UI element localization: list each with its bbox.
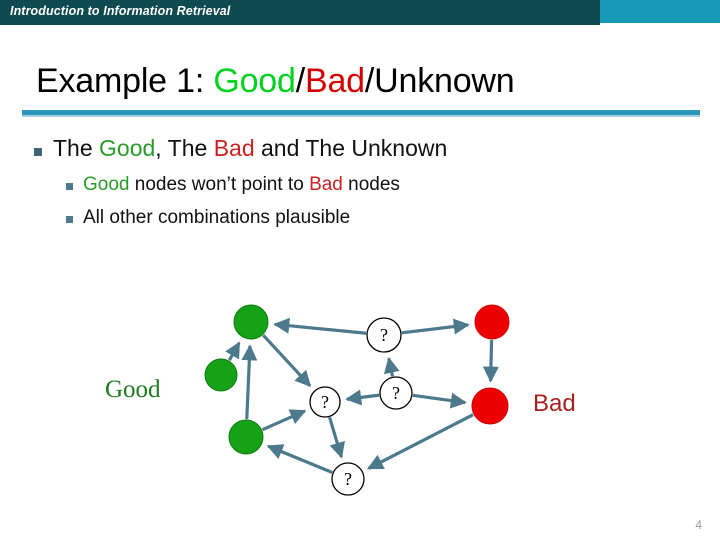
- b2-part2: nodes: [342, 174, 400, 195]
- graph-node-u2: ?: [379, 376, 413, 410]
- graph-edge-u1-to-g1: [273, 317, 367, 335]
- graph-node-u1: ?: [366, 317, 402, 353]
- graph-edge-u3-to-u4: [328, 416, 345, 459]
- node-circle-unknown: [379, 376, 413, 410]
- b2-bad: Bad: [309, 174, 343, 195]
- graph-node-b2: [471, 387, 509, 425]
- graph-edges: [225, 317, 499, 475]
- graph-edge-g3-to-g1: [241, 344, 258, 420]
- bullet-level1: The Good, The Bad and The Unknown: [34, 135, 447, 162]
- graph-edge-u2-to-u3: [345, 389, 380, 406]
- node-circle-bad: [474, 304, 510, 340]
- graph-edge-b2-to-u4: [367, 413, 474, 470]
- title-separator-1: /: [295, 62, 305, 100]
- title-bad: Bad: [304, 62, 365, 100]
- b2-good: Good: [83, 174, 130, 195]
- bullet-square-icon: [34, 148, 42, 156]
- top-banner: Introduction to Information Retrieval: [0, 0, 720, 25]
- node-circle-unknown: [331, 462, 365, 496]
- bullet-level2-b-text: All other combinations plausible: [83, 207, 351, 228]
- b1-bad: Bad: [213, 135, 255, 161]
- b1-part1: The: [53, 135, 100, 161]
- node-circle-good: [204, 358, 238, 392]
- graph-edge-u2-to-b2: [412, 392, 467, 409]
- graph-edge-u1-to-b1: [401, 318, 470, 335]
- node-label-unknown: ?: [321, 392, 329, 412]
- page-number: 4: [695, 518, 702, 532]
- node-label-unknown: ?: [380, 325, 388, 345]
- title-separator-2: /: [364, 62, 375, 100]
- b1-good: Good: [99, 135, 156, 161]
- bullet-level1-text: The Good, The Bad and The Unknown: [53, 135, 447, 162]
- bullet-level2-b: All other combinations plausible: [66, 207, 350, 229]
- graph-node-g1: [233, 304, 269, 340]
- graph-edge-u2-to-u1: [383, 356, 400, 377]
- title-unknown: Unknown: [374, 62, 515, 100]
- graph-nodes: ????: [204, 304, 510, 496]
- b1-part3: and The Unknown: [254, 135, 448, 161]
- graph-edge-g1-to-u3: [262, 334, 312, 388]
- node-label-unknown: ?: [344, 469, 352, 489]
- b2-part1: nodes won’t point to: [129, 174, 310, 195]
- node-circle-good: [233, 304, 269, 340]
- banner-right-block: [600, 0, 720, 23]
- node-label-unknown: ?: [392, 383, 400, 403]
- title-prefix: Example 1:: [36, 62, 214, 100]
- graph-node-g2: [204, 358, 238, 392]
- bullet-level2-a: Good nodes won’t point to Bad nodes: [66, 174, 400, 196]
- title-good: Good: [213, 62, 296, 100]
- graph-node-g3: [228, 419, 264, 455]
- node-circle-unknown: [309, 386, 341, 418]
- node-circle-good: [228, 419, 264, 455]
- graph-edge-g3-to-u3: [261, 409, 307, 432]
- graph-node-u4: ?: [331, 462, 365, 496]
- graph-node-b1: [474, 304, 510, 340]
- graph-node-u3: ?: [309, 386, 341, 418]
- node-circle-bad: [471, 387, 509, 425]
- graph-edge-b1-to-b2: [482, 339, 499, 383]
- banner-title: Introduction to Information Retrieval: [10, 4, 231, 18]
- bullet-square-icon: [66, 216, 73, 223]
- graph-edge-g2-to-g1: [225, 341, 241, 361]
- title-divider: [22, 110, 700, 117]
- bullet-level2-a-text: Good nodes won’t point to Bad nodes: [83, 174, 400, 196]
- diagram-bad-label: Bad: [533, 390, 576, 417]
- node-circle-unknown: [366, 317, 402, 353]
- page-title: Example 1: Good/Bad/Unknown: [36, 62, 515, 101]
- graph-edge-u4-to-g3: [266, 444, 333, 475]
- banner-left-block: [0, 0, 600, 25]
- b1-part2: , The: [155, 135, 214, 161]
- bullet-square-icon: [66, 183, 73, 190]
- diagram-good-label: Good: [105, 376, 161, 403]
